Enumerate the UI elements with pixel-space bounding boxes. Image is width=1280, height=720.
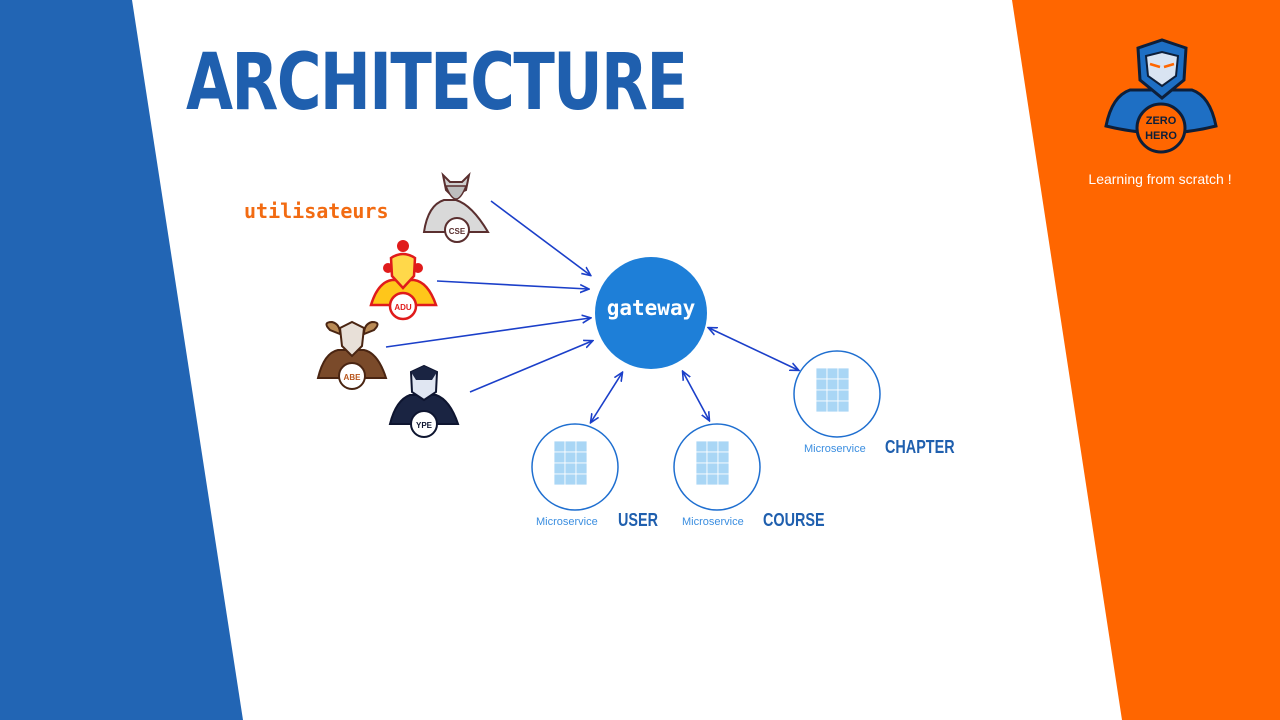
arrow-gateway-user (591, 373, 622, 422)
avatar-badge: ABE (344, 373, 362, 382)
cube-stack-icon (815, 367, 850, 413)
microservice-chapter-node (793, 350, 881, 438)
arrow-user-1 (490, 200, 590, 275)
arrow-gateway-course (683, 372, 709, 420)
microservice-prefix: Microservice (682, 516, 744, 528)
left-blue-panel (0, 0, 243, 720)
arrow-user-2 (436, 280, 588, 289)
tagline: Learning from scratch ! (1088, 171, 1232, 187)
arrow-gateway-chapter (709, 328, 798, 370)
microservice-course-node (673, 423, 761, 511)
arrow-user-4 (469, 341, 592, 393)
avatar-badge: ADU (394, 303, 412, 312)
cube-stack-icon (695, 440, 730, 486)
microservice-name-course: COURSE (763, 510, 825, 530)
logo-word-2: HERO (1145, 130, 1177, 142)
wolf-avatar-icon: CSE (422, 171, 490, 243)
gateway-label: gateway (606, 296, 696, 320)
avatar-badge: YPE (416, 421, 433, 430)
microservice-name-chapter: CHAPTER (885, 437, 955, 457)
page-title: ARCHITECTURE (186, 38, 688, 128)
zero-hero-logo: ZERO HERO (1104, 38, 1218, 154)
microservice-user-node (531, 423, 619, 511)
microservice-prefix: Microservice (536, 516, 598, 528)
caped-avatar-icon: YPE (388, 364, 460, 438)
microservice-name-user: USER (618, 510, 659, 530)
gateway-node (595, 257, 707, 369)
logo-word-1: ZERO (1146, 115, 1177, 127)
right-orange-panel (1012, 0, 1280, 720)
users-label: utilisateurs (244, 199, 389, 223)
arrow-user-3 (385, 318, 590, 348)
ram-avatar-icon: ABE (316, 320, 388, 390)
avatar-badge: CSE (449, 227, 466, 236)
hero-avatar-icon: ADU (369, 240, 438, 321)
cube-stack-icon (553, 440, 588, 486)
microservice-prefix: Microservice (804, 443, 866, 455)
